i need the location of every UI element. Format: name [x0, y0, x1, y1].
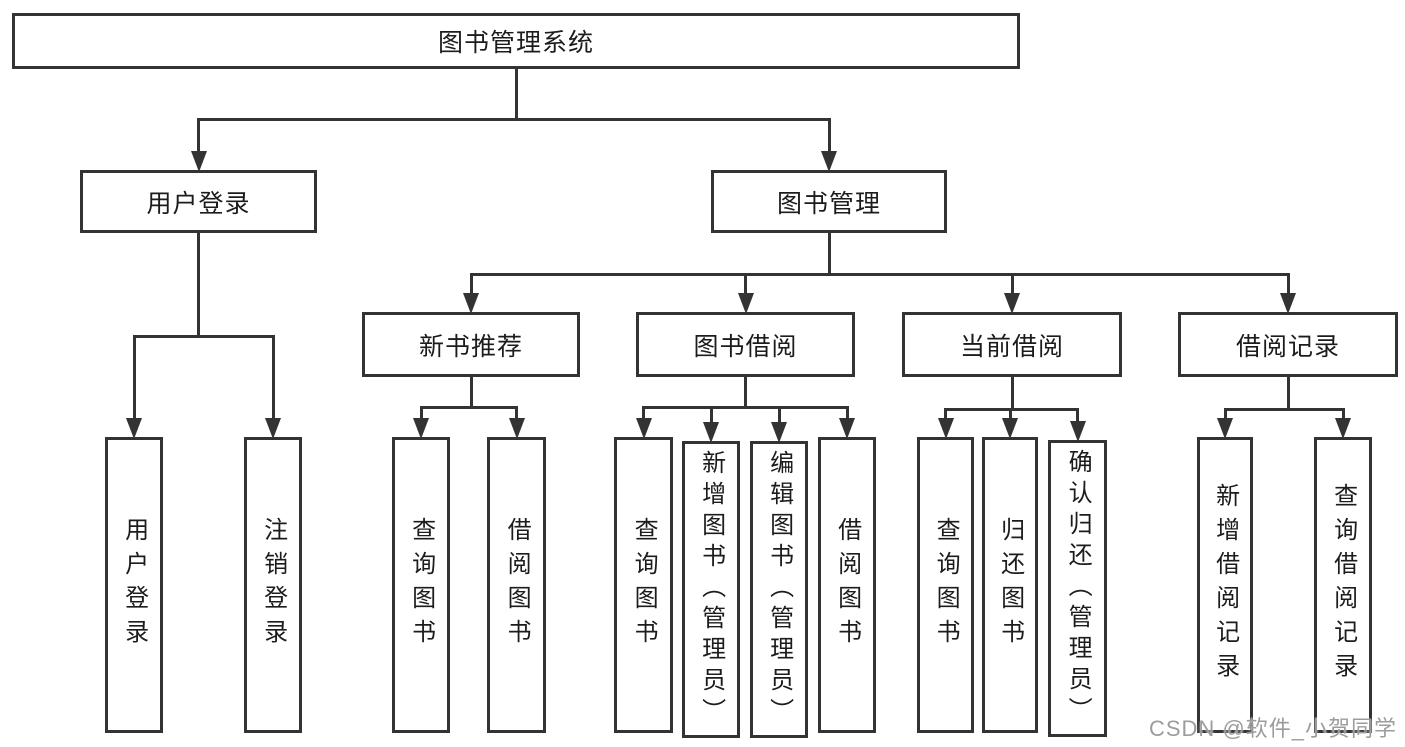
node-label: 用户登录 — [146, 189, 251, 218]
node-leaf-nbr-query: 查询图书 — [392, 437, 450, 733]
arrowhead-down-icon — [1335, 418, 1351, 439]
connector-drop — [944, 408, 947, 419]
node-label: 借阅记录 — [1235, 332, 1340, 361]
connector-drop — [744, 273, 747, 294]
node-label: 借阅图书 — [833, 517, 861, 653]
node-label: 图书借阅 — [693, 332, 798, 361]
node-label: 注销登录 — [259, 517, 287, 653]
connector-drop — [1076, 408, 1079, 422]
node-leaf-cb-return: 归还图书 — [982, 437, 1038, 733]
connector-drop — [419, 406, 423, 419]
node-leaf-nbr-borrow: 借阅图书 — [487, 437, 546, 733]
connector-drop — [827, 118, 831, 152]
connector-stem — [469, 375, 473, 409]
node-label: 归还图书 — [996, 517, 1024, 653]
node-leaf-user-login: 用户登录 — [105, 437, 163, 733]
arrowhead-down-icon — [190, 151, 207, 172]
arrowhead-down-icon — [635, 418, 652, 439]
connector-bus — [944, 408, 1079, 411]
node-leaf-bb-borrow: 借阅图书 — [818, 437, 876, 733]
arrowhead-down-icon — [737, 293, 754, 314]
arrowhead-down-icon — [937, 418, 954, 439]
connector-stem — [1286, 375, 1290, 411]
node-borrow-records: 借阅记录 — [1178, 312, 1398, 377]
connector-bus — [642, 406, 849, 409]
arrowhead-down-icon — [508, 418, 525, 439]
arrowhead-down-icon — [1002, 418, 1018, 439]
node-label: 新增图书（管理员） — [697, 450, 725, 729]
arrowhead-down-icon — [126, 418, 142, 439]
arrowhead-down-icon — [1004, 293, 1020, 314]
node-leaf-br-add: 新增借阅记录 — [1197, 437, 1253, 733]
node-leaf-cb-confirm: 确认归还（管理员） — [1048, 440, 1107, 737]
node-book-mgmt: 图书管理 — [711, 170, 947, 233]
arrowhead-down-icon — [413, 418, 429, 439]
connector-stem — [1010, 375, 1014, 411]
connector-drop — [709, 406, 713, 423]
node-label: 图书管理 — [776, 189, 881, 218]
node-book-borrow: 图书借阅 — [636, 312, 855, 377]
connector-drop — [777, 406, 781, 423]
arrowhead-down-icon — [265, 418, 281, 439]
arrowhead-down-icon — [1280, 293, 1296, 314]
connector-drop — [197, 118, 200, 152]
node-label: 编辑图书（管理员） — [765, 450, 793, 729]
node-label: 借阅图书 — [503, 517, 531, 653]
connector-stem — [197, 231, 200, 338]
connector-drop — [271, 335, 275, 419]
connector-drop — [1223, 408, 1227, 419]
connector-stem — [514, 67, 518, 121]
node-label: 查询图书 — [630, 517, 658, 653]
arrowhead-down-icon — [839, 418, 855, 439]
arrowhead-down-icon — [463, 293, 479, 314]
node-leaf-bb-query: 查询图书 — [614, 437, 673, 733]
connector-drop — [469, 273, 473, 294]
node-label: 确认归还（管理员） — [1064, 449, 1092, 728]
connector-drop — [845, 406, 849, 419]
connector-stem — [827, 231, 831, 276]
connector-bus — [132, 335, 275, 338]
node-current-borrow: 当前借阅 — [902, 312, 1122, 377]
node-leaf-bb-edit: 编辑图书（管理员） — [750, 441, 808, 738]
node-leaf-br-query: 查询借阅记录 — [1314, 437, 1372, 733]
connector-bus — [469, 273, 1290, 276]
node-new-book-rec: 新书推荐 — [362, 312, 580, 377]
arrowhead-down-icon — [821, 151, 837, 172]
arrowhead-down-icon — [1069, 421, 1086, 442]
csdn-watermark: CSDN @软件_小贺同学 — [1148, 716, 1397, 741]
connector-drop — [642, 406, 645, 419]
node-label: 新书推荐 — [418, 332, 523, 361]
node-label: 当前借阅 — [959, 332, 1064, 361]
connector-bus — [419, 406, 518, 409]
connector-drop — [132, 335, 136, 419]
node-label: 查询借阅记录 — [1329, 483, 1357, 687]
node-label: 用户登录 — [120, 517, 148, 653]
node-leaf-bb-add: 新增图书（管理员） — [682, 441, 740, 738]
connector-drop — [1010, 273, 1014, 294]
connector-bus — [197, 118, 831, 121]
arrowhead-down-icon — [703, 422, 719, 443]
node-root: 图书管理系统 — [12, 13, 1020, 69]
node-label: 查询图书 — [932, 517, 960, 653]
connector-stem — [744, 375, 747, 409]
connector-bus — [1223, 408, 1345, 411]
connector-drop — [1341, 408, 1345, 419]
connector-drop — [1008, 408, 1012, 419]
node-leaf-logout: 注销登录 — [244, 437, 302, 733]
node-leaf-cb-query: 查询图书 — [917, 437, 974, 733]
node-label: 查询图书 — [407, 517, 435, 653]
node-user-login: 用户登录 — [80, 170, 317, 233]
connector-drop — [515, 406, 518, 419]
connector-drop — [1286, 273, 1290, 294]
arrowhead-down-icon — [1217, 418, 1233, 439]
node-label: 图书管理系统 — [437, 29, 594, 57]
node-label: 新增借阅记录 — [1211, 483, 1239, 687]
arrowhead-down-icon — [771, 422, 787, 443]
